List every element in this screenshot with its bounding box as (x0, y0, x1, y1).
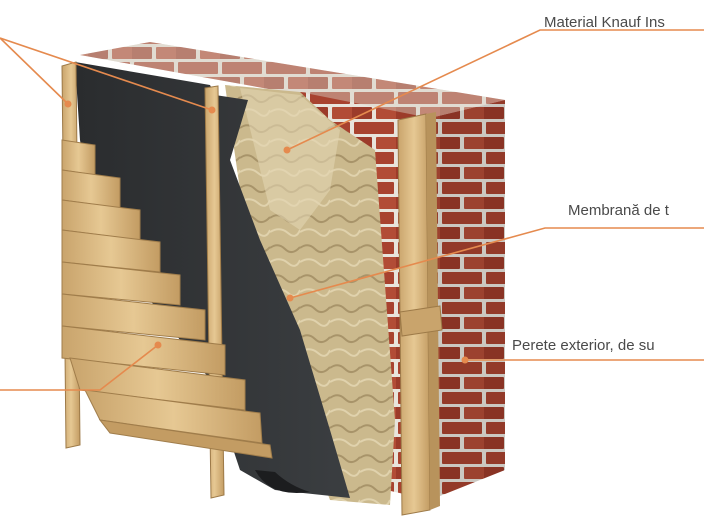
label-membrane: Membrană de t (568, 202, 704, 219)
leader-line-top-left-a (0, 38, 68, 104)
label-insulation: Material Knauf Ins (544, 14, 704, 31)
label-exterior-wall: Perete exterior, de su (512, 337, 704, 354)
